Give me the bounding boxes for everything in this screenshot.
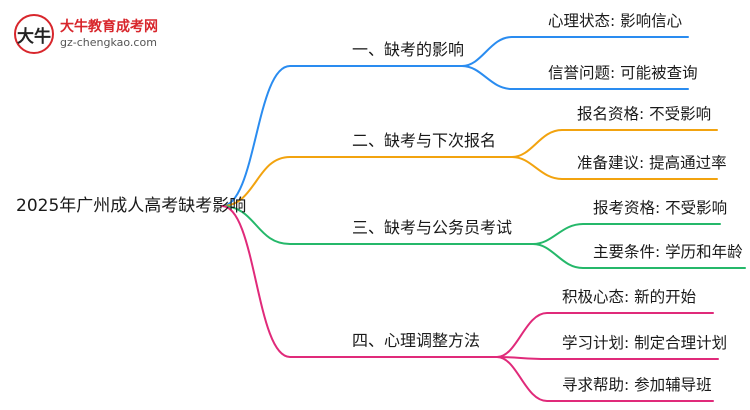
connector-branch-3 (221, 205, 534, 245)
connector-branch-2 (221, 156, 513, 207)
leaf-4-2: 学习计划: 制定合理计划 (562, 334, 728, 352)
leaf-4-3: 寻求帮助: 参加辅导班 (562, 376, 712, 394)
root-topic: 2025年广州成人高考缺考影响 (16, 196, 247, 216)
connector-branch-4 (221, 205, 498, 358)
connector-leaf-3-2 (532, 243, 746, 269)
branch-4-label: 四、心理调整方法 (352, 331, 481, 350)
connector-leaf-1-2 (461, 65, 689, 90)
site-logo: 大牛 大牛教育成考网 gz-chengkao.com (14, 14, 164, 54)
leaf-1-1: 心理状态: 影响信心 (548, 12, 683, 30)
connector-leaf-1-1 (461, 36, 689, 67)
branch-2-label: 二、缺考与下次报名 (352, 131, 497, 150)
connector-leaf-3-1 (532, 223, 721, 245)
logo-site-url: gz-chengkao.com (60, 36, 157, 49)
connector-leaf-4-3 (496, 356, 714, 402)
branch-1-label: 一、缺考的影响 (352, 40, 465, 59)
leaf-1-2: 信誉问题: 可能被查询 (548, 64, 698, 82)
leaf-4-1: 积极心态: 新的开始 (562, 288, 697, 306)
connector-leaf-4-1 (496, 312, 714, 358)
branch-3-label: 三、缺考与公务员考试 (352, 218, 513, 237)
leaf-2-1: 报名资格: 不受影响 (577, 105, 712, 123)
logo-badge-icon: 大牛 (14, 14, 54, 54)
connector-leaf-2-1 (511, 129, 718, 158)
connector-leaf-2-2 (511, 156, 718, 180)
leaf-3-2: 主要条件: 学历和年龄 (593, 243, 743, 261)
leaf-3-1: 报考资格: 不受影响 (593, 199, 728, 217)
logo-site-name: 大牛教育成考网 (60, 19, 158, 35)
leaf-2-2: 准备建议: 提高通过率 (577, 154, 727, 172)
connector-leaf-4-2 (496, 356, 719, 360)
connector-branch-1 (221, 65, 463, 207)
